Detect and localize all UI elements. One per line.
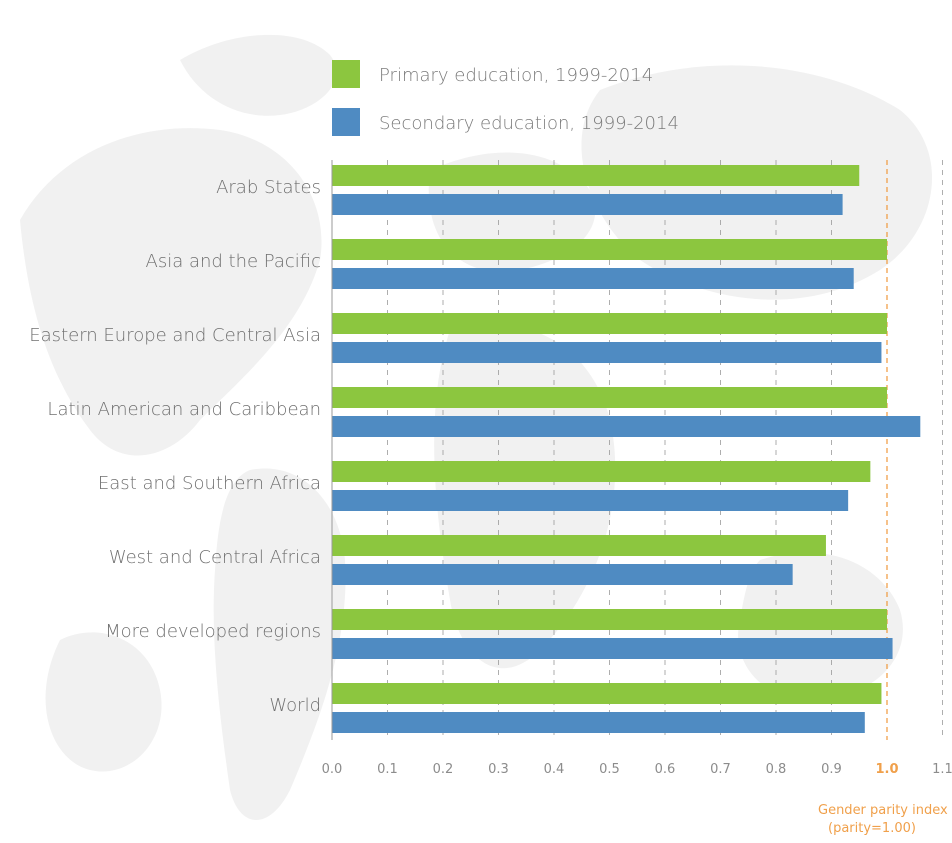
bar-secondary [332,490,849,511]
x-tick-label: 0.8 [766,762,787,777]
x-tick-label: 0.1 [377,762,398,777]
bar-primary [332,239,887,260]
category-label: Latin American and Caribbean [47,399,321,420]
bar-secondary [332,268,854,289]
category-label: West and Central Africa [109,547,321,568]
bar-primary [332,165,860,186]
map-landmass-shape [45,632,162,772]
x-tick-label: 0.9 [821,762,842,777]
x-tick-label: 0.7 [710,762,731,777]
category-label: World [269,695,321,716]
category-label: Eastern Europe and Central Asia [29,325,321,346]
bar-secondary [332,564,793,585]
x-tick-label: 0.6 [655,762,676,777]
legend-label: Primary education, 1999-2014 [379,65,653,86]
map-landmass-shape [20,128,322,456]
bars [332,165,921,733]
x-axis: 0.0 0.1 0.2 0.3 0.4 0.5 0.6 0.7 0.8 0.9 1.0 1.1 [322,160,952,777]
category-label: Asia and the Pacific [146,251,322,272]
bar-secondary [332,638,893,659]
bar-secondary [332,194,843,215]
axis-annotation: Gender parity index (parity=1.00) [818,803,948,836]
bar-primary [332,683,882,704]
legend-swatch-secondary [332,108,360,136]
bar-secondary [332,712,865,733]
axis-note-line: (parity=1.00) [828,821,916,836]
bar-primary [332,313,887,334]
x-tick-label: 0.5 [599,762,620,777]
category-label: More developed regions [105,621,321,642]
x-tick-label: 0.4 [544,762,565,777]
legend-label: Secondary education, 1999-2014 [379,113,679,134]
legend-swatch-primary [332,60,360,88]
category-label: East and Southern Africa [98,473,321,494]
bar-primary [332,535,826,556]
bar-primary [332,387,887,408]
x-tick-label: 0.2 [433,762,454,777]
bar-secondary [332,416,921,437]
bar-secondary [332,342,882,363]
x-tick-label: 0.0 [322,762,343,777]
category-label: Arab States [216,177,321,198]
map-landmass-shape [213,468,346,820]
x-tick-label: 1.0 [875,762,898,777]
axis-note-line: Gender parity index [818,803,948,818]
map-landmass-shape [180,34,337,116]
x-tick-label: 1.1 [932,762,952,777]
bar-primary [332,461,871,482]
bar-primary [332,609,887,630]
x-tick-label: 0.3 [488,762,509,777]
